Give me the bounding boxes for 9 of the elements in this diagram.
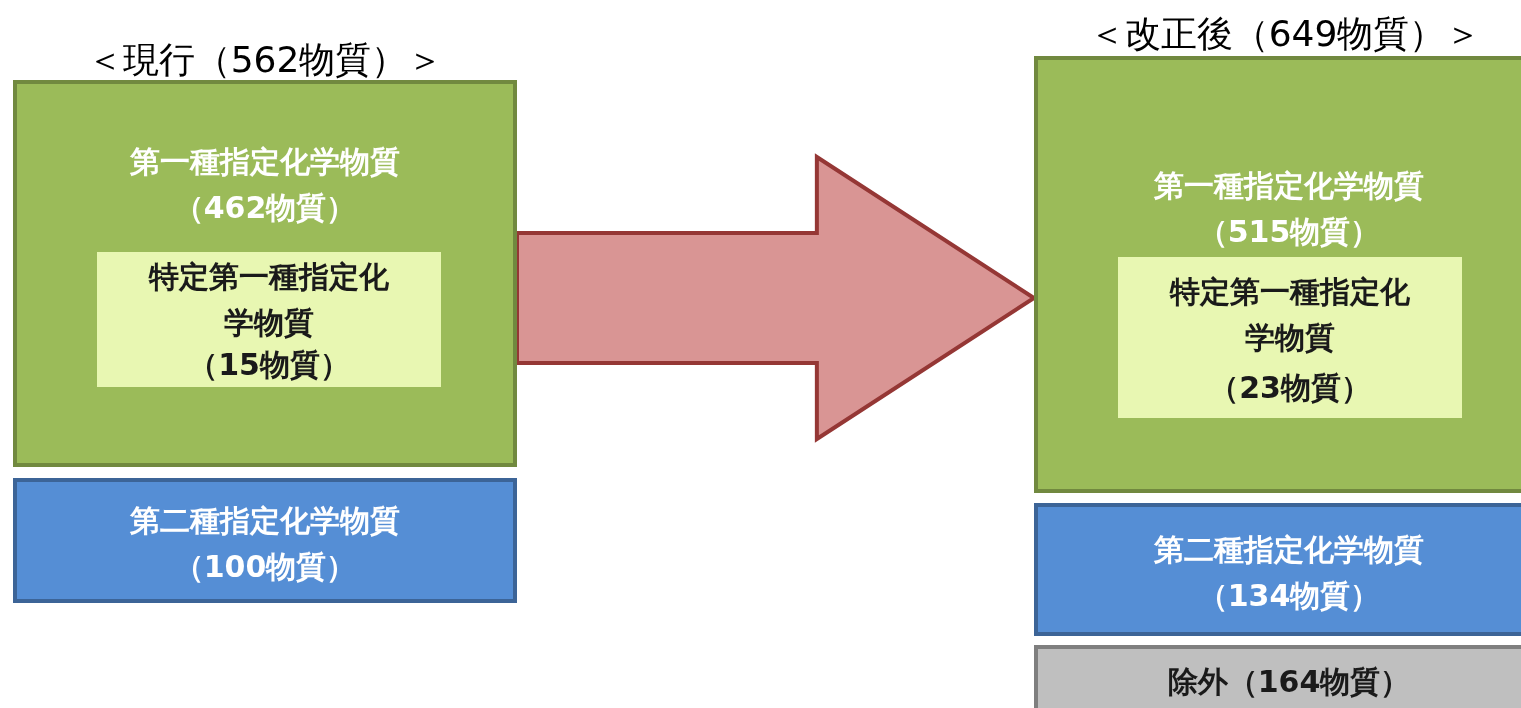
category-box: 第二種指定化学物質（100物質） [13,478,517,603]
category-box: 第一種指定化学物質（462物質） 特定第一種指定化学物質 （15物質） [13,80,517,467]
group-heading: ＜改正後（649物質）＞ [1088,12,1482,56]
excluded-box: 除外（164物質） [1034,645,1521,708]
subcategory-box: 特定第一種指定化学物質 （15物質） [97,252,441,387]
group-heading: ＜現行（562物質）＞ [86,38,444,82]
category-box: 第二種指定化学物質（134物質） [1034,503,1521,636]
subcategory-box: 特定第一種指定化学物質 （23物質） [1118,257,1462,418]
category-box: 第一種指定化学物質（515物質） 特定第一種指定化学物質 （23物質） [1034,56,1521,493]
